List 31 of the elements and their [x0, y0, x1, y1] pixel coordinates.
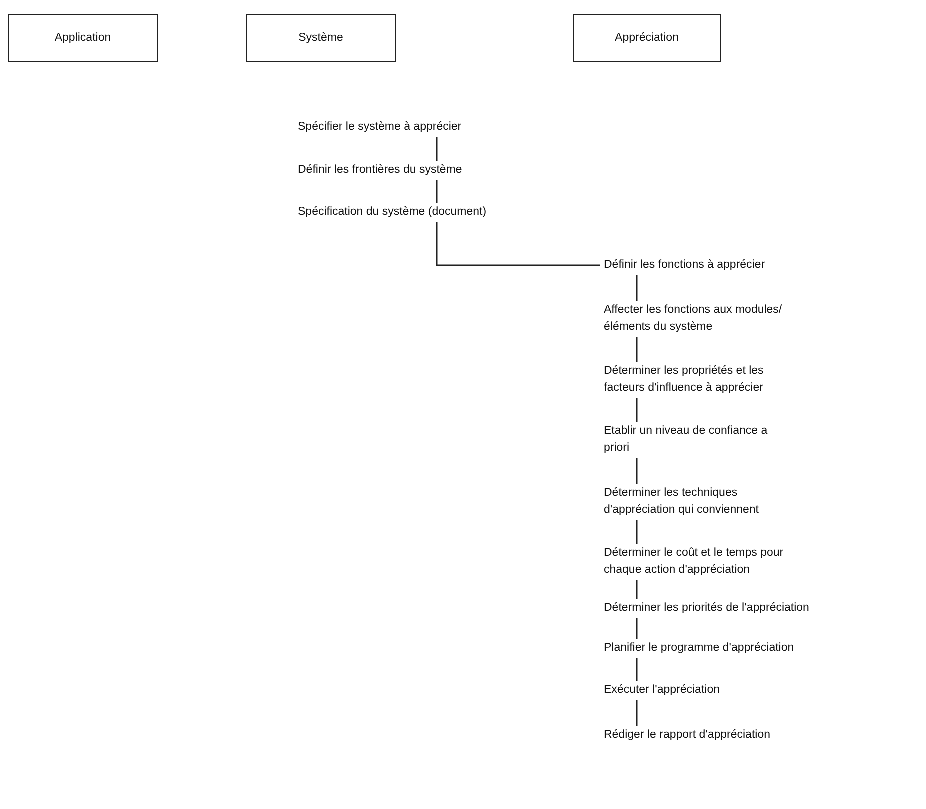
connector-line	[436, 222, 600, 266]
step-text: Rédiger le rapport d'appréciation	[604, 729, 770, 741]
step-text: Déterminer les propriétés et les facteurs d'influence à apprécier	[604, 365, 764, 394]
step-text: Déterminer les priorités de l'appréciation	[604, 602, 810, 614]
connector-line	[636, 700, 638, 726]
step-text: Déterminer le coût et le temps pour chaque action d'appréciation	[604, 547, 784, 576]
connector-line	[636, 580, 638, 599]
step-text: Affecter les fonctions aux modules/éléments du système	[604, 304, 782, 333]
lane-title: Application	[54, 30, 112, 46]
step-text: Spécification du système (document)	[298, 206, 487, 218]
connector-line	[636, 520, 638, 544]
lane-header-box	[573, 14, 721, 62]
connector-line	[636, 398, 638, 422]
lane-header-box	[246, 14, 396, 62]
connector-line	[636, 658, 638, 681]
connector-line	[436, 180, 438, 203]
connector-line	[436, 137, 438, 161]
connector-line	[636, 337, 638, 362]
step-text: Définir les frontières du système	[298, 164, 462, 176]
lane-header-box	[8, 14, 158, 62]
lane-title: Système	[298, 30, 344, 46]
step-text: Exécuter l'appréciation	[604, 684, 720, 696]
step-text: Déterminer les techniques d'appréciation qui conviennent	[604, 487, 760, 516]
connector-line	[636, 618, 638, 639]
step-text: Etablir un niveau de confiance a priori	[604, 425, 768, 454]
connector-line	[636, 275, 638, 301]
step-text: Planifier le programme d'appréciation	[604, 642, 794, 654]
connector-line	[636, 458, 638, 484]
step-text: Définir les fonctions à apprécier	[604, 259, 766, 271]
step-text: Spécifier le système à apprécier	[298, 121, 462, 133]
lane-title: Appréciation	[615, 30, 679, 46]
